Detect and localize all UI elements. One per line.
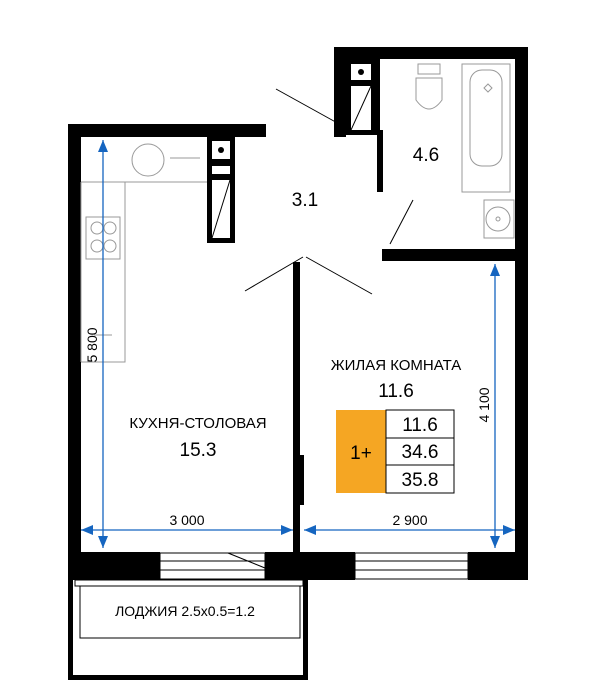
loggia-label: ЛОДЖИЯ 2.5x0.5=1.2 [115,603,255,619]
hall-area: 3.1 [292,190,318,211]
walls [68,47,528,582]
kitchen-name: КУХНЯ-СТОЛОВАЯ [129,415,266,432]
loggia [68,579,308,680]
living-room-area: 11.6 [378,381,414,402]
living-room-name: ЖИЛАЯ КОМНАТА [331,357,462,374]
summary-living-area: 11.6 [402,415,438,436]
area-summary: 1+ 11.6 34.6 35.8 [336,409,455,494]
kitchen-height-label: 5 800 [84,327,100,362]
bathroom-fixtures [346,59,515,239]
bathroom-area: 4.6 [413,145,439,166]
doors [244,88,414,295]
rooms-count: 1+ [350,443,372,464]
kitchen-area: 15.3 [180,440,217,461]
summary-total-area: 34.6 [402,442,439,463]
kitchen-width-label: 3 000 [169,512,204,528]
summary-total-with-loggia: 35.8 [402,470,439,491]
living-width-label: 2 900 [392,512,427,528]
living-height-label: 4 100 [476,387,492,422]
dimension-lines [81,140,515,548]
kitchen-fixtures [80,137,235,363]
windows [159,552,469,580]
rooms-count-badge [336,410,386,493]
